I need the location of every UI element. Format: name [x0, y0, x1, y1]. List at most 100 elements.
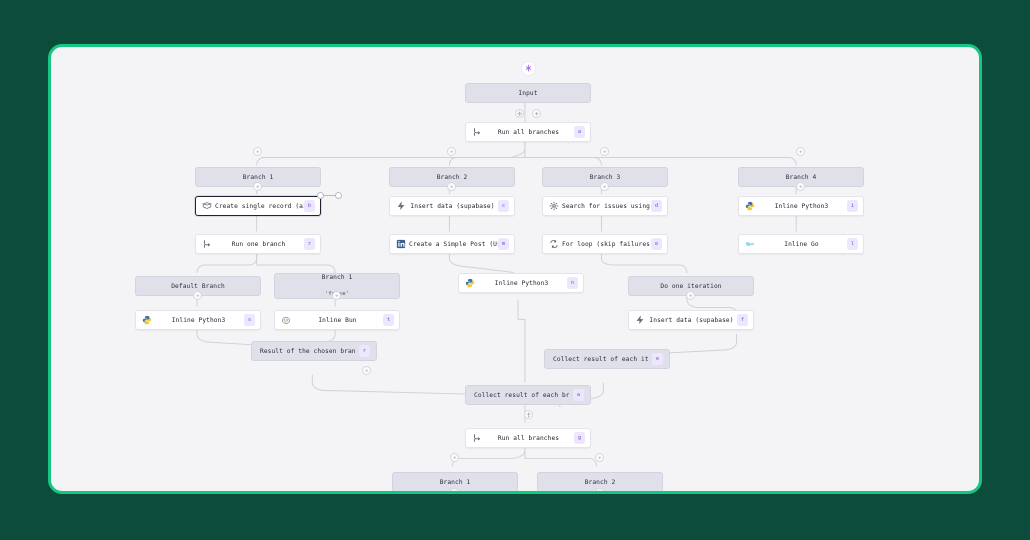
branch-all-icon — [471, 432, 483, 444]
node-handle-bar — [324, 195, 336, 196]
node-resize-handle-left[interactable] — [317, 192, 324, 199]
node-badge: r — [304, 238, 315, 250]
node-label: Inline Python3 — [494, 279, 549, 287]
node-label: Run all branches — [497, 434, 560, 442]
node-label: Create single record (airtable) — [215, 202, 304, 210]
connector-default-branch[interactable] — [193, 291, 202, 300]
connector-branch-2-body[interactable] — [447, 182, 456, 191]
python-icon — [744, 200, 756, 212]
python-icon — [464, 277, 476, 289]
node-label: Branch 2 — [584, 478, 616, 486]
bun-icon — [280, 314, 292, 326]
node-inline-python3-branch4[interactable]: Inline Python3 i — [738, 196, 864, 216]
node-label: Branch 4 — [785, 173, 817, 181]
connector-branch-1-bottom[interactable] — [450, 453, 459, 462]
branch-all-icon — [471, 126, 483, 138]
node-label: Run one branch — [231, 240, 286, 248]
connector-branch-1[interactable] — [253, 147, 262, 156]
node-label: Collect result of each iterat — [553, 355, 648, 363]
connector-move-handle[interactable] — [515, 109, 524, 118]
node-run-all-branches-bottom[interactable]: Run all branches g — [465, 428, 591, 448]
node-label: Insert data (supabase) — [649, 316, 734, 324]
connector-before-run-all-2[interactable] — [524, 410, 533, 419]
node-badge: g — [574, 432, 585, 444]
node-run-all-branches-top[interactable]: Run all branches a — [465, 122, 591, 142]
node-badge: n — [567, 277, 578, 289]
node-create-simple-post-linkedin[interactable]: Create a Simple Post (User) (... m — [389, 234, 515, 254]
node-inline-bun[interactable]: Inline Bun t — [274, 310, 400, 330]
airtable-icon — [201, 200, 213, 212]
node-label: Branch 1 — [439, 478, 471, 486]
node-label: Search for issues using JQL (... — [562, 202, 651, 210]
node-run-one-branch[interactable]: Run one branch r — [195, 234, 321, 254]
node-label: Inline Python3 — [774, 202, 829, 210]
node-label: Inline Bun — [318, 316, 357, 324]
python-icon — [141, 314, 153, 326]
node-badge: i — [847, 200, 858, 212]
connector-branch-1-body[interactable] — [253, 182, 262, 191]
node-create-single-record-airtable[interactable]: Create single record (airtable) b — [195, 196, 321, 216]
node-label: Inline Python3 — [171, 316, 226, 324]
node-label: Branch 2 — [436, 173, 468, 181]
connector-branch-1-false[interactable] — [332, 291, 341, 300]
node-inline-python3-left[interactable]: Inline Python3 s — [135, 310, 261, 330]
workflow-editor-frame: Input Run all branches a — [48, 44, 982, 494]
node-insert-data-supabase-bottom[interactable]: Insert data (supabase) f — [628, 310, 754, 330]
node-badge: e — [651, 238, 662, 250]
connector-branch-4[interactable] — [796, 147, 805, 156]
node-resize-handle-right[interactable] — [335, 192, 342, 199]
node-badge: b — [304, 200, 315, 212]
loop-icon — [548, 238, 560, 250]
node-badge: s — [244, 314, 255, 326]
node-badge: e — [652, 353, 663, 365]
connector-result-chosen[interactable] — [362, 366, 371, 375]
node-badge: m — [498, 238, 509, 250]
node-badge: a — [574, 126, 585, 138]
node-branch-2-bottom[interactable]: Branch 2 — [537, 472, 663, 491]
connector-branch-2[interactable] — [447, 147, 456, 156]
go-icon — [744, 238, 756, 250]
node-result-of-chosen-branch[interactable]: Result of the chosen branch r — [251, 341, 377, 361]
node-label: Collect result of each branch — [474, 391, 569, 399]
node-input[interactable]: Input — [465, 83, 591, 103]
workflow-canvas[interactable]: Input Run all branches a — [51, 47, 979, 491]
node-label: Insert data (supabase) — [410, 202, 495, 210]
connector-branch-2-bottom-body[interactable] — [595, 488, 604, 491]
node-label: Do one iteration — [660, 282, 722, 290]
node-label: Result of the chosen branch — [260, 347, 355, 355]
node-label: Branch 1 — [321, 274, 353, 281]
node-badge: c — [498, 200, 509, 212]
node-badge: a — [573, 389, 584, 401]
jira-icon — [548, 200, 560, 212]
connector-branch-1-bottom-body[interactable] — [450, 488, 459, 491]
node-badge: d — [651, 200, 662, 212]
node-for-loop-skip-failures[interactable]: For loop (skip failures) e — [542, 234, 668, 254]
supabase-icon — [634, 314, 646, 326]
connector-branch-4-body[interactable] — [796, 182, 805, 191]
node-inline-go[interactable]: Inline Go l — [738, 234, 864, 254]
node-search-issues-jql-jira[interactable]: Search for issues using JQL (... d — [542, 196, 668, 216]
connector-add-step[interactable] — [532, 109, 541, 118]
node-label: Run all branches — [497, 128, 560, 136]
node-badge: t — [383, 314, 394, 326]
linkedin-icon — [395, 238, 407, 250]
node-label: Default Branch — [171, 282, 225, 290]
windmill-logo-icon — [521, 61, 536, 76]
node-label: Inline Go — [784, 240, 819, 248]
node-label: For loop (skip failures) — [562, 240, 651, 248]
node-inline-python3-mid[interactable]: Inline Python3 n — [458, 273, 584, 293]
node-insert-data-supabase-top[interactable]: Insert data (supabase) c — [389, 196, 515, 216]
node-collect-result-each-iteration[interactable]: Collect result of each iterat e — [544, 349, 670, 369]
node-badge: l — [847, 238, 858, 250]
node-collect-result-each-branch[interactable]: Collect result of each branch a — [465, 385, 591, 405]
node-label: Branch 3 — [589, 173, 621, 181]
node-label: Input — [518, 89, 538, 97]
node-badge: r — [359, 345, 370, 357]
connector-do-one-iteration[interactable] — [686, 291, 695, 300]
connector-branch-3[interactable] — [600, 147, 609, 156]
node-badge: f — [737, 314, 748, 326]
connector-branch-2-bottom[interactable] — [595, 453, 604, 462]
node-branch-1-bottom[interactable]: Branch 1 — [392, 472, 518, 491]
supabase-icon — [395, 200, 407, 212]
connector-branch-3-body[interactable] — [600, 182, 609, 191]
